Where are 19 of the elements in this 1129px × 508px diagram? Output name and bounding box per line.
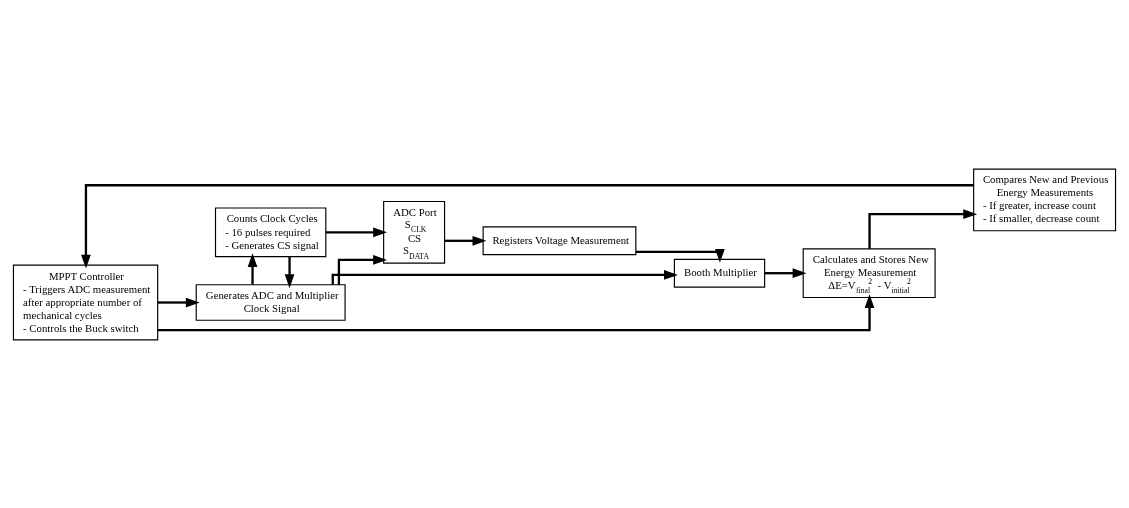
arrow	[337, 254, 387, 285]
arrow	[764, 267, 807, 278]
arrow	[157, 293, 875, 331]
node-box: Compares New and Previous Energy Measurements - If greater, increase count - If smaller, decrease count	[973, 168, 1117, 231]
node-box: Registers Voltage Measurement	[482, 225, 637, 255]
node-box: Booth Multiplier	[673, 258, 766, 288]
node-box: MPPT Controller - Triggers ADC measurement after appropriate number of mechanical cycles - Controls the Buck switch	[12, 264, 159, 340]
node-box: Generates ADC and Multiplier Clock Signal	[195, 283, 346, 321]
node-box: Counts Clock Cycles - 16 pulses required - Generates CS signal	[214, 206, 327, 257]
arrow	[444, 235, 487, 246]
arrow	[331, 269, 678, 285]
arrow	[284, 256, 295, 288]
arrow	[247, 252, 258, 284]
node-box: ADC Port S$_{CLK}$ CS S$_{DATA}$	[383, 200, 446, 264]
arrow	[868, 208, 978, 249]
arrow	[325, 226, 388, 237]
arrow	[157, 297, 200, 307]
arrow	[635, 248, 725, 263]
arrow	[81, 183, 974, 269]
